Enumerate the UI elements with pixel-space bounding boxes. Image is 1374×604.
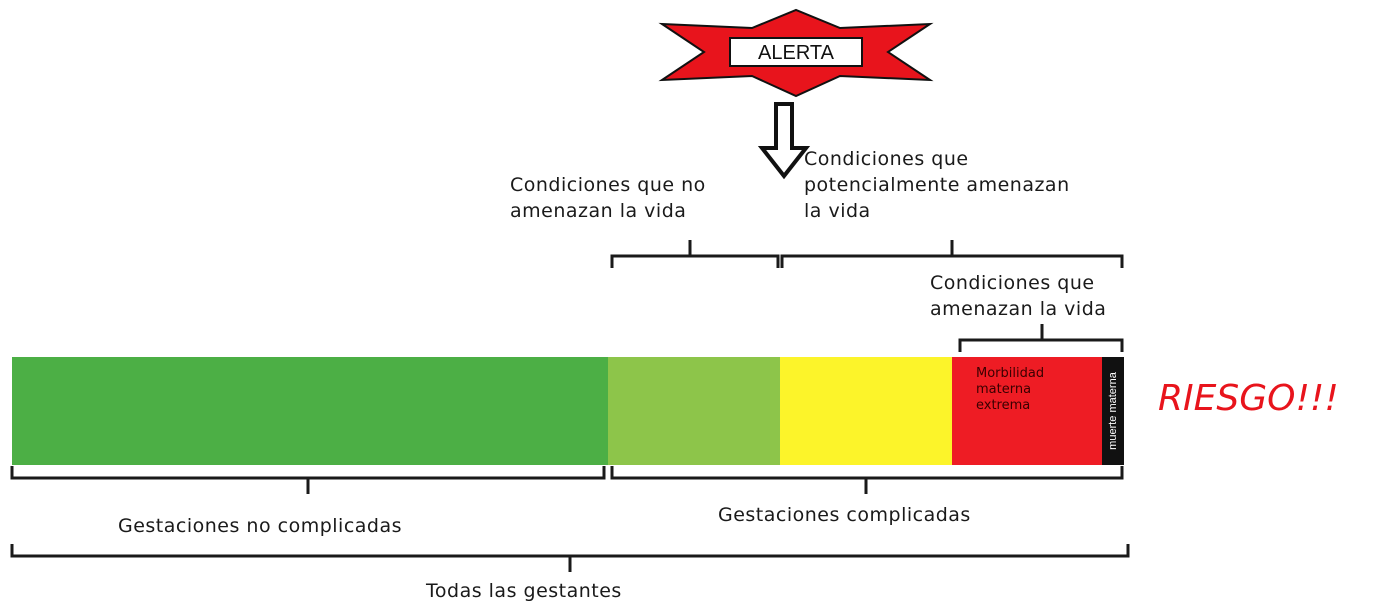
label-complicated: Gestaciones complicadas <box>718 504 971 526</box>
alert-label: ALERTA <box>758 42 834 64</box>
label-maternal-death-box: muerte materna <box>1102 357 1124 465</box>
bar-segment-extreme-morbidity <box>952 357 1102 465</box>
label-extreme-morbidity: Morbilidad materna extrema <box>976 366 1045 413</box>
bar-segment-non-threatening <box>608 357 780 465</box>
bar-segment-potentially-threatening <box>780 357 952 465</box>
label-potentially-threatening: Condiciones que potencialmente amenazan … <box>804 148 1070 222</box>
label-uncomplicated: Gestaciones no complicadas <box>118 515 403 537</box>
bar-segment-maternal-death <box>1102 357 1124 465</box>
label-life-threatening: Condiciones que amenazan la vida <box>930 272 1107 320</box>
down-arrow-icon <box>757 102 811 180</box>
riesgo-label: RIESGO!!! <box>1158 378 1339 419</box>
bottom-braces <box>10 466 1130 572</box>
top-braces <box>610 240 1124 352</box>
bar-segment-uncomplicated <box>12 357 608 465</box>
label-all-pregnant: Todas las gestantes <box>426 580 622 602</box>
alert-banner-icon <box>658 8 934 98</box>
label-maternal-death: muerte materna <box>1107 372 1119 450</box>
label-non-threatening: Condiciones que no amenazan la vida <box>510 174 706 222</box>
